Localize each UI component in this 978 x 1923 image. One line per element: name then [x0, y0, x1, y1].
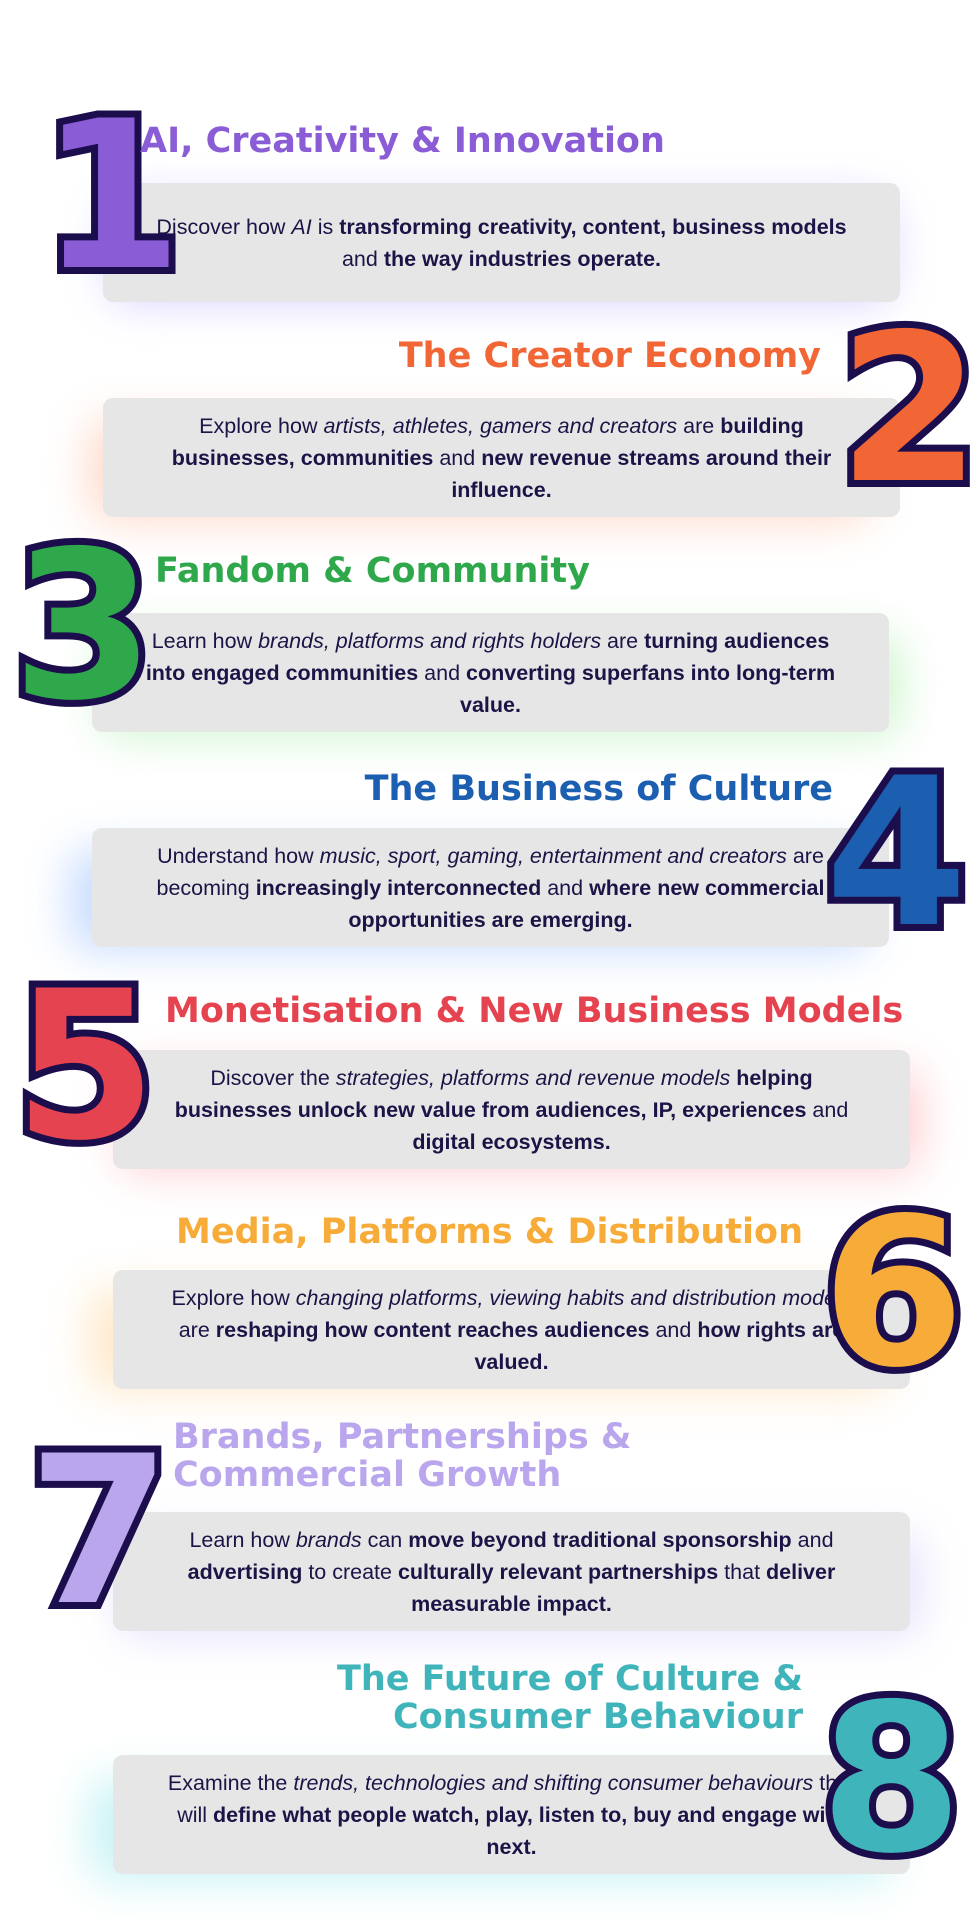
description-segment: Learn how	[151, 628, 259, 653]
section-4-card: Understand how music, sport, gaming, ent…	[92, 828, 889, 947]
section-8-title-line-2: Consumer Behaviour	[392, 1697, 803, 1737]
description-segment: digital ecosystems.	[412, 1129, 611, 1154]
description-segment: Discover how	[156, 214, 292, 239]
description-segment: are	[601, 628, 645, 653]
section-4-number: 4	[818, 735, 975, 973]
description-segment: and	[541, 875, 590, 900]
section-5-description: Discover the strategies, platforms and r…	[163, 1062, 860, 1158]
description-segment: converting superfans into long-term valu…	[460, 660, 836, 717]
section-3-description: Learn how brands, platforms and rights h…	[142, 625, 839, 721]
description-segment: and	[433, 445, 482, 470]
description-segment: turning audiences into engaged communiti…	[145, 628, 830, 685]
description-segment: the way industries operate.	[383, 246, 662, 271]
description-segment: Explore how	[171, 1285, 296, 1310]
description-segment: AI	[291, 214, 312, 239]
section-1-number: 1	[33, 78, 190, 316]
section-7-title: Brands, Partnerships & Commercial Growth	[173, 1418, 631, 1494]
section-8-title: The Future of Culture & Consumer Behavio…	[337, 1660, 803, 1736]
description-segment: deliver measurable impact.	[411, 1559, 836, 1616]
section-5-title: Monetisation & New Business Models	[165, 991, 904, 1031]
section-8-number: 8	[813, 1661, 970, 1899]
description-segment: brands, platforms and rights holders	[258, 628, 602, 653]
description-segment: Discover the	[210, 1065, 336, 1090]
description-segment: new revenue streams around their influen…	[451, 445, 832, 502]
description-segment: and	[806, 1097, 849, 1122]
description-segment: are becoming	[156, 843, 824, 900]
description-segment: and	[341, 246, 384, 271]
description-segment: strategies, platforms and revenue models	[335, 1065, 731, 1090]
description-segment: to create	[302, 1559, 398, 1584]
section-1-card: Discover how AI is transforming creativi…	[103, 183, 900, 302]
description-segment: building businesses, communities	[171, 413, 804, 470]
description-segment: define what people watch, play, listen t…	[213, 1802, 846, 1859]
description-segment: Explore how	[199, 413, 324, 438]
description-segment: increasingly interconnected	[255, 875, 542, 900]
description-segment: reshaping how content reaches audiences	[215, 1317, 650, 1342]
description-segment: and	[791, 1527, 834, 1552]
section-8-title-line-1: The Future of Culture &	[336, 1659, 803, 1699]
section-7-number: 7	[21, 1413, 178, 1651]
section-8-card: Examine the trends, technologies and shi…	[113, 1755, 910, 1874]
section-3-title: Fandom & Community	[155, 551, 590, 591]
section-5-card: Discover the strategies, platforms and r…	[113, 1050, 910, 1169]
description-segment: transforming creativity, content, busine…	[339, 214, 847, 239]
description-segment: how rights are valued.	[474, 1317, 845, 1374]
description-segment: brands	[295, 1527, 362, 1552]
section-2-title: The Creator Economy	[398, 336, 821, 376]
section-2-card: Explore how artists, athletes, gamers an…	[103, 398, 900, 517]
section-6-title: Media, Platforms & Distribution	[176, 1212, 803, 1252]
section-6-number: 6	[815, 1175, 972, 1413]
description-segment: artists, athletes, gamers and creators	[323, 413, 678, 438]
description-segment: are	[677, 413, 721, 438]
description-segment: where new commercial opportunities are e…	[348, 875, 825, 932]
section-1-title: AI, Creativity & Innovation	[140, 121, 665, 161]
description-segment: and	[418, 660, 467, 685]
description-segment: is	[311, 214, 340, 239]
section-4-description: Understand how music, sport, gaming, ent…	[142, 840, 839, 936]
section-7-card: Learn how brands can move beyond traditi…	[113, 1512, 910, 1631]
description-segment: that will	[177, 1770, 856, 1827]
description-segment: advertising	[187, 1559, 303, 1584]
description-segment: Understand how	[157, 843, 320, 868]
section-8-description: Examine the trends, technologies and shi…	[163, 1767, 860, 1863]
description-segment: culturally relevant partnerships	[397, 1559, 719, 1584]
section-7-title-line-1: Brands, Partnerships &	[173, 1417, 632, 1457]
section-7-description: Learn how brands can move beyond traditi…	[163, 1524, 860, 1620]
section-2-description: Explore how artists, athletes, gamers an…	[153, 410, 850, 506]
description-segment: Learn how	[189, 1527, 296, 1552]
section-1-description: Discover how AI is transforming creativi…	[153, 211, 850, 275]
description-segment: trends, technologies and shifting consum…	[293, 1770, 814, 1795]
section-6-description: Explore how changing platforms, viewing …	[163, 1282, 860, 1378]
description-segment: changing platforms, viewing habits and d…	[295, 1285, 852, 1310]
description-segment: move beyond traditional sponsorship	[408, 1527, 792, 1552]
description-segment: and	[649, 1317, 698, 1342]
section-3-number: 3	[5, 508, 162, 746]
section-3-card: Learn how brands, platforms and rights h…	[92, 613, 889, 732]
section-6-card: Explore how changing platforms, viewing …	[113, 1270, 910, 1389]
description-segment: are	[178, 1317, 216, 1342]
section-4-title: The Business of Culture	[364, 769, 833, 809]
description-segment: that	[718, 1559, 767, 1584]
description-segment: music, sport, gaming, entertainment and …	[319, 843, 787, 868]
description-segment: can	[361, 1527, 409, 1552]
description-segment: Examine the	[167, 1770, 294, 1795]
description-segment: helping businesses unlock new value from…	[174, 1065, 813, 1122]
section-5-number: 5	[7, 948, 164, 1186]
section-2-number: 2	[831, 291, 978, 529]
section-7-title-line-2: Commercial Growth	[173, 1455, 562, 1495]
